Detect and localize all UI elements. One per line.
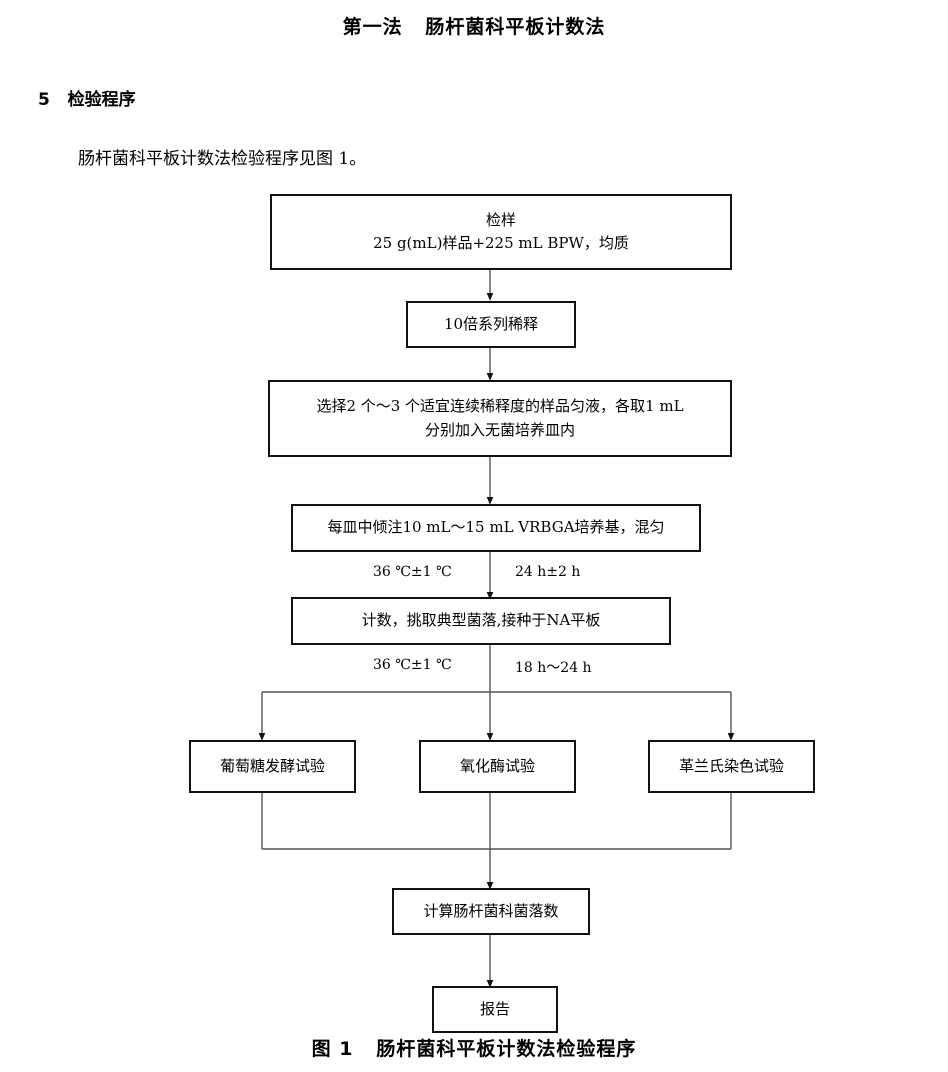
node-plating-line2: 分别加入无菌培养皿内: [424, 420, 575, 439]
node-oxidase-test[interactable]: 氧化酶试验: [419, 740, 576, 793]
figure-caption: 图 1 肠杆菌科平板计数法检验程序: [311, 1038, 637, 1060]
edge-label-incubation2-time: 18 h～24 h: [513, 657, 594, 677]
node-plating[interactable]: 选择2 个～3 个适宜连续稀释度的样品匀液，各取1 mL 分别加入无菌培养皿内: [268, 380, 732, 457]
section-heading: 5 检验程序: [38, 90, 136, 110]
node-glucose-test-line1: 葡萄糖发酵试验: [219, 756, 325, 775]
node-oxidase-test-line1: 氧化酶试验: [459, 756, 535, 775]
edge-label-incubation1-time: 24 h±2 h: [513, 564, 583, 580]
node-sample[interactable]: 检样 25 g(mL)样品+225 mL BPW，均质: [270, 194, 732, 270]
edge-label-incubation2-temp: 36 ℃±1 ℃: [371, 657, 454, 673]
node-report-line1: 报告: [479, 999, 510, 1018]
node-calculate[interactable]: 计算肠杆菌科菌落数: [392, 888, 590, 935]
node-count-pick[interactable]: 计数，挑取典型菌落,接种于NA平板: [291, 597, 671, 645]
node-plating-line1: 选择2 个～3 个适宜连续稀释度的样品匀液，各取1 mL: [316, 397, 684, 416]
page-title: 第一法 肠杆菌科平板计数法: [342, 16, 606, 38]
node-pour-medium[interactable]: 每皿中倾注10 mL～15 mL VRBGA培养基，混匀: [291, 504, 701, 552]
node-dilution-line1: 10倍系列稀释: [443, 314, 539, 333]
node-count-pick-line1: 计数，挑取典型菌落,接种于NA平板: [361, 611, 601, 630]
node-gram-stain-test[interactable]: 革兰氏染色试验: [648, 740, 815, 793]
node-sample-line1: 检样: [485, 210, 516, 229]
node-dilution[interactable]: 10倍系列稀释: [406, 301, 576, 348]
node-glucose-test[interactable]: 葡萄糖发酵试验: [189, 740, 356, 793]
node-calculate-line1: 计算肠杆菌科菌落数: [423, 901, 559, 920]
intro-paragraph: 肠杆菌科平板计数法检验程序见图 1。: [78, 149, 367, 169]
edge-label-incubation1-temp: 36 ℃±1 ℃: [371, 564, 454, 580]
node-gram-stain-test-line1: 革兰氏染色试验: [678, 756, 784, 775]
node-pour-medium-line1: 每皿中倾注10 mL～15 mL VRBGA培养基，混匀: [327, 518, 665, 537]
node-sample-line2: 25 g(mL)样品+225 mL BPW，均质: [373, 234, 629, 252]
node-report[interactable]: 报告: [432, 986, 558, 1033]
